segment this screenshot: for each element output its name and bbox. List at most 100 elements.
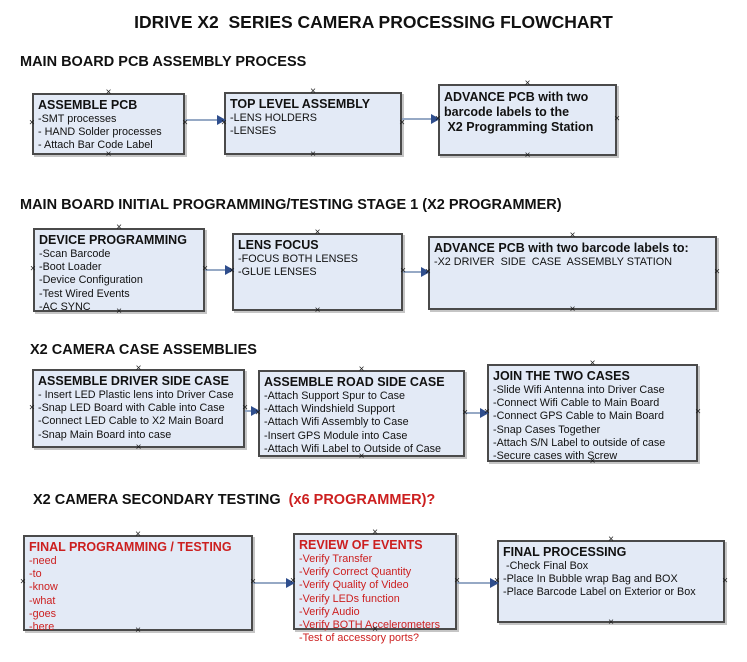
box-item: -Verify Transfer: [299, 553, 373, 565]
box-items: -Attach Support Spur to Case-Attach Wind…: [260, 390, 463, 456]
flow-arrow: [185, 115, 226, 125]
box-items: - Insert LED Plastic lens into Driver Ca…: [34, 389, 243, 442]
box-item: -GLUE LENSES: [238, 266, 317, 279]
box-item: -Attach Wifi Label to Outside of Case: [264, 442, 442, 455]
flow-arrow: [245, 406, 260, 416]
connection-point-icon: ×: [614, 113, 620, 125]
box-title: ASSEMBLE ROAD SIDE CASE: [264, 375, 445, 389]
box-item: -Attach Wifi Assembly to Case: [264, 416, 409, 429]
arrow-head-icon: [421, 267, 430, 277]
connection-point-icon: ×: [722, 575, 728, 586]
connection-point-icon: ×: [524, 150, 531, 161]
box-item: -Place In Bubble wrap Bag and BOX: [503, 573, 678, 586]
box-item: -Attach S/N Label to outside of case: [493, 436, 666, 449]
box-item: -X2 DRIVER SIDE CASE ASSEMBLY STATION: [434, 256, 672, 268]
connection-point-icon: ×: [314, 305, 321, 316]
connection-point-icon: ×: [135, 442, 142, 453]
section-header-pcb-assembly: MAIN BOARD PCB ASSEMBLY PROCESS: [20, 54, 307, 70]
flow-box-join-the-two-cases: ×××× JOIN THE TWO CASES -Slide Wifi Ante…: [484, 359, 701, 467]
box-item: - HAND Solder processes: [38, 126, 162, 139]
box-item: -Test Wired Events: [39, 287, 130, 300]
box-items: -need-to-know-what-goes-here: [25, 555, 251, 634]
box-item: - Insert LED Plastic lens into Driver Ca…: [38, 389, 234, 401]
box-item: -Insert GPS Module into Case: [264, 429, 408, 442]
box-items: -Check Final Box-Place In Bubble wrap Ba…: [499, 560, 723, 600]
box-item: -Connect Wifi Cable to Main Board: [493, 397, 660, 410]
connection-point-icon: ×: [695, 406, 701, 418]
arrow-line: [402, 118, 432, 120]
flow-arrow: [402, 114, 440, 124]
box-item: -Test of accessory ports?: [299, 632, 420, 645]
box-item: -Place Barcode Label on Exterior or Box: [503, 586, 696, 599]
box-item: -Boot Loader: [39, 261, 102, 274]
arrow-line: [205, 269, 226, 271]
flow-arrow: [253, 578, 295, 588]
flow-box-top-level-assembly: ×××× TOP LEVEL ASSEMBLY -LENS HOLDERS-LE…: [221, 87, 405, 160]
box-item: -Verify LEDs function: [299, 592, 400, 605]
box-item: -what: [29, 594, 56, 607]
box-item: -Connect GPS Cable to Main Board: [493, 410, 665, 423]
box-item: -Attach Windshield Support: [264, 403, 395, 416]
connection-point-icon: ×: [310, 149, 316, 160]
flow-box-assemble-driver-side-case: ×××× ASSEMBLE DRIVER SIDE CASE - Insert …: [29, 364, 248, 453]
box-item: -Verify BOTH Accelerometers: [299, 619, 440, 632]
box-item: -FOCUS BOTH LENSES: [238, 253, 358, 265]
flow-arrow: [205, 265, 234, 275]
arrow-head-icon: [251, 406, 260, 416]
box-item: -Snap Main Board into case: [38, 428, 172, 441]
arrow-line: [245, 410, 252, 412]
flow-arrow: [403, 267, 430, 277]
box-items: -FOCUS BOTH LENSES-GLUE LENSES: [234, 253, 401, 279]
box-items: -LENS HOLDERS-LENSES: [226, 112, 400, 138]
arrow-head-icon: [480, 408, 489, 418]
flow-arrow: [465, 408, 489, 418]
connection-point-icon: ×: [714, 266, 720, 278]
box-title: ADVANCE PCB with two barcode labels to:: [434, 241, 689, 255]
box-title: TOP LEVEL ASSEMBLY: [230, 97, 371, 111]
flow-box-review-of-events: ×××× REVIEW OF EVENTS -Verify Transfer-V…: [290, 528, 460, 645]
box-item: -Connect LED Cable to X2 Main Board: [38, 415, 224, 428]
box-items: -Scan Barcode-Boot Loader-Device Configu…: [35, 248, 203, 314]
section-header-black-part: X2 CAMERA SECONDARY TESTING: [33, 492, 289, 508]
box-item: -need: [29, 555, 57, 567]
flow-box-device-programming: ×××× DEVICE PROGRAMMING -Scan Barcode-Bo…: [30, 223, 208, 317]
box-items: -Verify Transfer-Verify Correct Quantity…: [295, 553, 455, 645]
box-item: -goes: [29, 607, 57, 620]
box-item: -Snap Cases Together: [493, 423, 601, 436]
arrow-line: [457, 582, 491, 584]
flow-box-lens-focus: ×××× LENS FOCUS -FOCUS BOTH LENSES-GLUE …: [229, 228, 406, 316]
box-title: FINAL PROCESSING: [503, 545, 627, 559]
box-item: -LENSES: [230, 125, 277, 138]
box-title: ASSEMBLE DRIVER SIDE CASE: [38, 374, 230, 388]
box-item: -SMT processes: [38, 113, 117, 125]
section-header-case-assemblies: X2 CAMERA CASE ASSEMBLIES: [30, 342, 257, 358]
flow-box-advance-pcb-driver-side: ×××× ADVANCE PCB with two barcode labels…: [425, 231, 720, 315]
section-header-secondary-testing: X2 CAMERA SECONDARY TESTING (x6 PROGRAMM…: [33, 492, 435, 508]
flow-box-final-processing: ×××× FINAL PROCESSING -Check Final Box-P…: [494, 535, 728, 628]
box-title: DEVICE PROGRAMMING: [39, 233, 187, 247]
box-items: -X2 DRIVER SIDE CASE ASSEMBLY STATION: [430, 256, 715, 269]
flow-box-assemble-road-side-case: ×××× ASSEMBLE ROAD SIDE CASE -Attach Sup…: [255, 365, 468, 462]
box-item: barcode labels to the: [444, 105, 570, 119]
arrow-head-icon: [286, 578, 295, 588]
flow-arrow: [457, 578, 499, 588]
box-item: -Secure cases with Screw: [493, 450, 618, 463]
box-item: -Attach Support Spur to Case: [264, 390, 406, 402]
arrow-line: [185, 119, 218, 121]
box-item: -LENS HOLDERS: [230, 112, 317, 124]
box-item: X2 Programming Station: [444, 120, 594, 134]
box-title: ASSEMBLE PCB: [38, 98, 138, 112]
box-title: JOIN THE TWO CASES: [493, 369, 630, 383]
section-header-initial-programming: MAIN BOARD INITIAL PROGRAMMING/TESTING S…: [20, 197, 562, 213]
connection-point-icon: ×: [569, 304, 576, 315]
box-title: FINAL PROGRAMMING / TESTING: [29, 540, 232, 554]
arrow-head-icon: [490, 578, 499, 588]
box-items: -Slide Wifi Antenna into Driver Case-Con…: [489, 384, 696, 463]
box-item: -Verify Audio: [299, 605, 360, 618]
box-items: -SMT processes- HAND Solder processes- A…: [34, 113, 183, 153]
box-item: -to: [29, 568, 42, 581]
box-title: REVIEW OF EVENTS: [299, 538, 423, 552]
box-item: -Verify Correct Quantity: [299, 566, 412, 579]
